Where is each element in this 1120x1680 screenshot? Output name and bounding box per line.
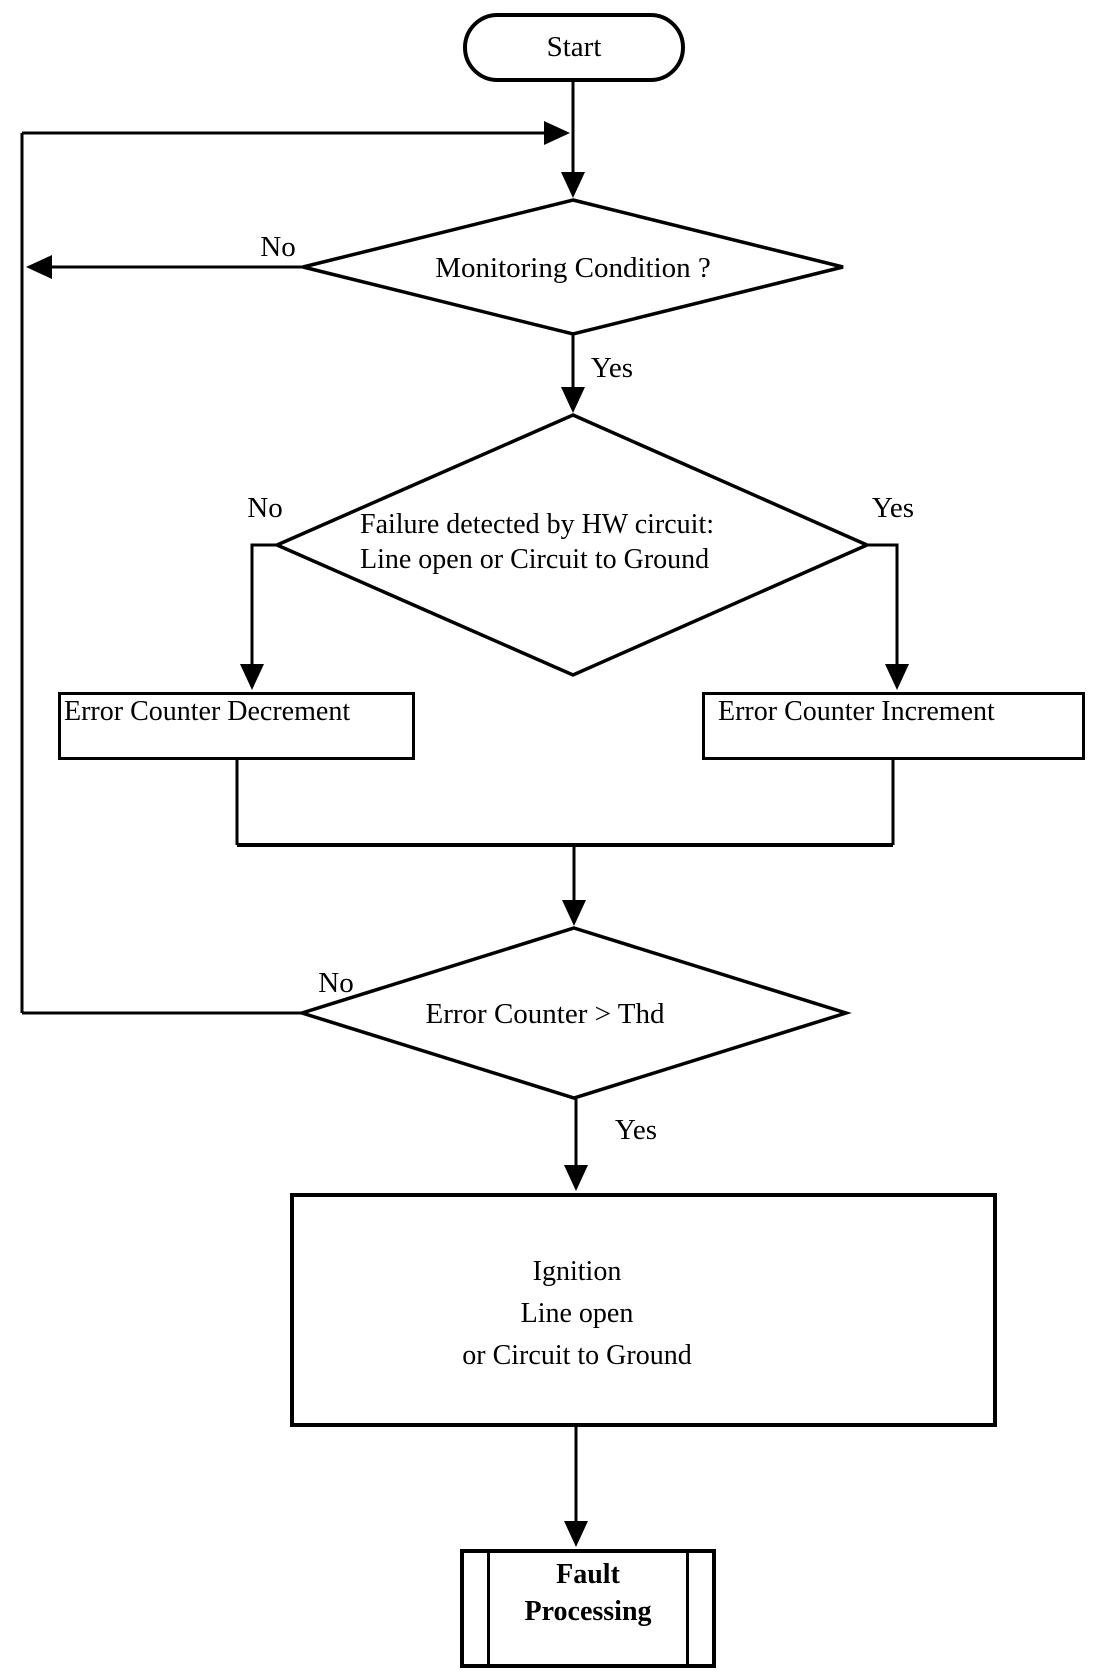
arrowhead-monitoring-no [26,255,52,279]
arrowhead-into-decrement [240,664,264,690]
start-node-label: Start [546,31,602,63]
arrowhead-into-monitoring [561,172,585,198]
predefined-process-left-bar [487,1553,490,1664]
threshold-decision-diamond [296,926,852,1100]
monitoring-decision-diamond [302,198,844,336]
arrowhead-monitoring-yes [561,387,585,413]
monitoring-no-label: No [260,231,296,263]
edge-failure-yes [867,543,899,668]
predefined-process-right-bar [686,1553,689,1664]
ignition-result-box: Ignition Line open or Circuit to Ground [290,1193,997,1427]
arrowhead-into-increment [885,664,909,690]
ignition-line1: Ignition [532,1256,622,1287]
arrowhead-into-threshold [562,900,586,926]
arrowhead-feedback-join [544,121,570,145]
failure-decision-line1: Failure detected by HW circuit: [360,509,715,540]
threshold-yes-label: Yes [614,1114,658,1146]
failure-decision-diamond [272,413,872,677]
arrowhead-into-ignition [564,1165,588,1191]
failure-decision-label: Failure detected by HW circuit: Line ope… [360,507,714,577]
fault-line1: Fault [556,1559,620,1590]
error-counter-decrement-box: Error Counter Decrement [58,692,415,760]
failure-decision-line2: Line open or Circuit to Ground [360,544,710,575]
ignition-line2: Line open [520,1298,634,1329]
ignition-line3: or Circuit to Ground [462,1340,692,1371]
threshold-decision-label: Error Counter > Thd [425,998,665,1030]
monitoring-yes-label: Yes [590,352,634,384]
failure-yes-label: Yes [871,492,915,524]
start-node: Start [463,13,685,82]
fault-line2: Processing [524,1596,652,1627]
error-counter-increment-label: Error Counter Increment [718,696,995,727]
edge-failure-no [250,543,277,668]
monitoring-decision-label: Monitoring Condition ? [435,252,711,284]
error-counter-decrement-label: Error Counter Decrement [64,696,351,727]
failure-no-label: No [247,492,283,524]
fault-processing-box: Fault Processing [460,1549,716,1668]
arrowhead-into-fault [564,1521,588,1547]
threshold-no-label: No [318,967,354,999]
error-counter-increment-box: Error Counter Increment [702,692,1085,760]
ignition-result-label: Ignition Line open or Circuit to Ground [294,1251,860,1377]
fault-processing-label: Fault Processing [464,1556,712,1630]
